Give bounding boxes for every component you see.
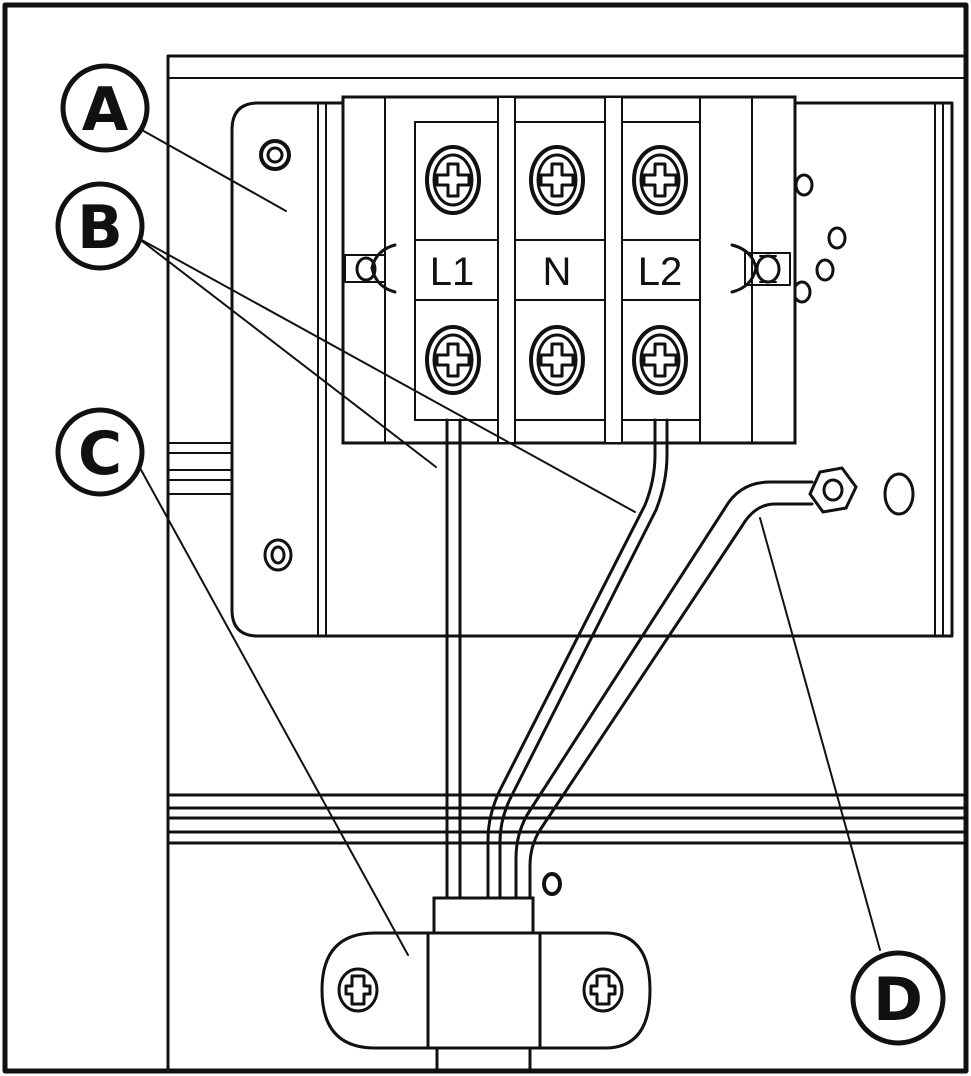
- lower-channel: [166, 793, 968, 845]
- leader-lines: [132, 124, 881, 956]
- leader-c: [139, 467, 409, 956]
- leader-b-1: [137, 237, 437, 468]
- terminal-screw-icon: [425, 145, 481, 215]
- clamp-strap: [320, 931, 652, 1050]
- wire-l1: [445, 418, 462, 907]
- cable-clamp: [320, 896, 652, 1073]
- leader-a: [132, 124, 287, 212]
- svg-text:A: A: [82, 75, 129, 145]
- callout-d: D: [850, 950, 946, 1046]
- callout-b: B: [55, 181, 145, 271]
- terminal-label-l2: L2: [638, 250, 683, 294]
- ground-nut: [808, 466, 858, 514]
- terminal-screw-icon: [529, 325, 585, 395]
- terminal-label-l1: L1: [430, 250, 475, 294]
- terminal-screw-icon: [529, 145, 585, 215]
- wire-l2: [486, 418, 657, 907]
- terminal-screw-icon: [632, 325, 688, 395]
- terminal-screws: [425, 145, 688, 395]
- svg-text:B: B: [77, 193, 123, 263]
- callout-a: A: [60, 63, 150, 153]
- junction-box: [166, 54, 968, 1073]
- wires: [445, 418, 858, 907]
- callout-c: C: [55, 407, 145, 497]
- svg-text:D: D: [873, 965, 923, 1035]
- terminal-screw-icon: [632, 145, 688, 215]
- wire-ground: [514, 480, 814, 907]
- terminal-screw-icon: [425, 325, 481, 395]
- leader-d: [759, 517, 881, 951]
- mounting-plate: [230, 101, 954, 638]
- terminal-label-n: N: [543, 250, 572, 294]
- leader-b-2: [137, 237, 636, 513]
- svg-text:C: C: [78, 419, 122, 489]
- plate-screws: [259, 139, 915, 896]
